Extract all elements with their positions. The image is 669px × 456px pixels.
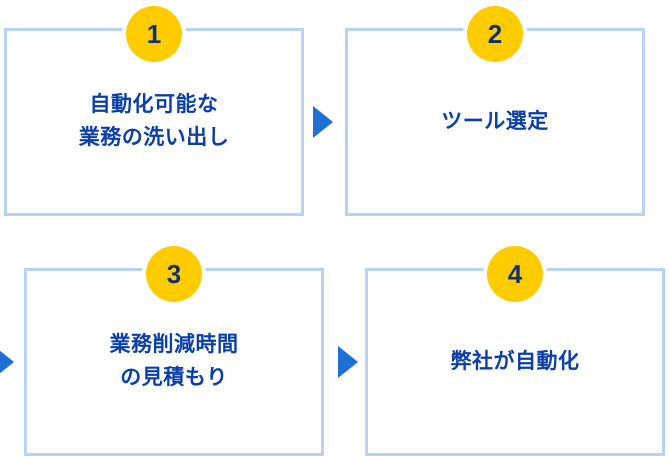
step-label-1: 自動化可能な 業務の洗い出し	[78, 93, 230, 149]
arrow-step1-to-step2	[313, 106, 333, 138]
step-badge-3: 3	[146, 246, 202, 302]
step-label-4: 弊社が自動化	[450, 349, 580, 373]
step-label-3: 業務削減時間 の見積もり	[109, 333, 239, 389]
arrow-step2-to-step3	[0, 346, 14, 378]
arrow-step3-to-step4	[338, 346, 358, 378]
step-badge-4: 4	[487, 246, 543, 302]
step-badge-1: 1	[126, 6, 182, 62]
step-label-2: ツール選定	[441, 109, 549, 133]
step-badge-2: 2	[467, 6, 523, 62]
